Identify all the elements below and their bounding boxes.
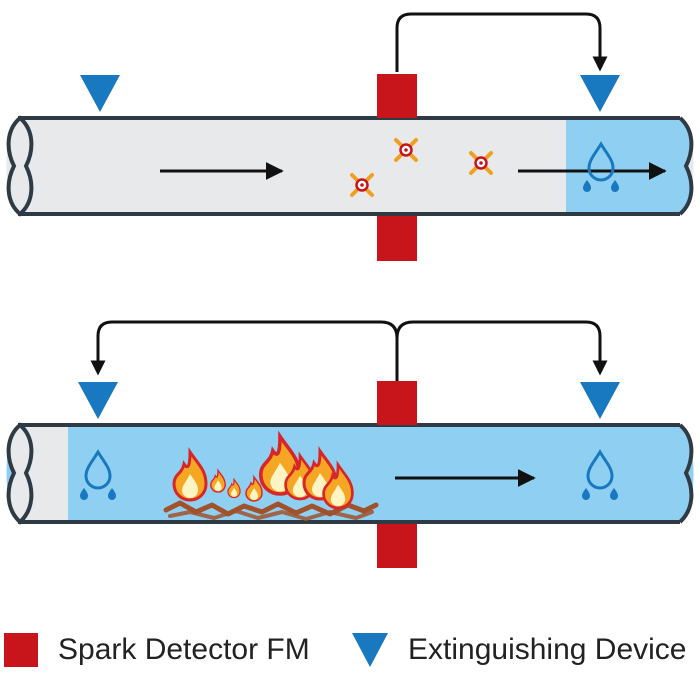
legend-label-device: Extinguishing Device (408, 633, 687, 666)
signal-line-upstream (90, 320, 399, 382)
legend-item-device: Extinguishing Device (352, 626, 686, 674)
pipe-2 (6, 422, 694, 525)
burning-material (163, 434, 379, 521)
spark-detector-bottom (377, 524, 417, 568)
legend: Spark Detector FM Extinguishing Device (0, 626, 700, 674)
legend-item-detector: Spark Detector FM (4, 626, 310, 674)
spark-detector-bottom (377, 216, 417, 261)
spark-detector-top (377, 381, 417, 425)
extinguishing-device-downstream (580, 382, 620, 419)
extinguish-zone (566, 118, 680, 214)
legend-label-detector: Spark Detector FM (58, 633, 310, 666)
extinguishing-device-swatch (352, 633, 388, 667)
pipe-right-end (678, 423, 694, 524)
spark-detector-top (377, 74, 417, 118)
pipe-right-end (678, 116, 694, 216)
signal-line-downstream (395, 12, 608, 72)
scenario-fire (6, 320, 694, 568)
pipe-left-end (6, 115, 34, 217)
extinguishing-device-downstream (580, 75, 620, 112)
signal-line-downstream (395, 320, 608, 376)
extinguishing-device-upstream (80, 75, 120, 112)
spark-detector-swatch (4, 633, 38, 667)
pipe-left-end (6, 422, 34, 525)
extinguishing-device-upstream (78, 382, 118, 419)
scenario-sparks (6, 12, 694, 261)
pipe-1 (6, 115, 694, 217)
